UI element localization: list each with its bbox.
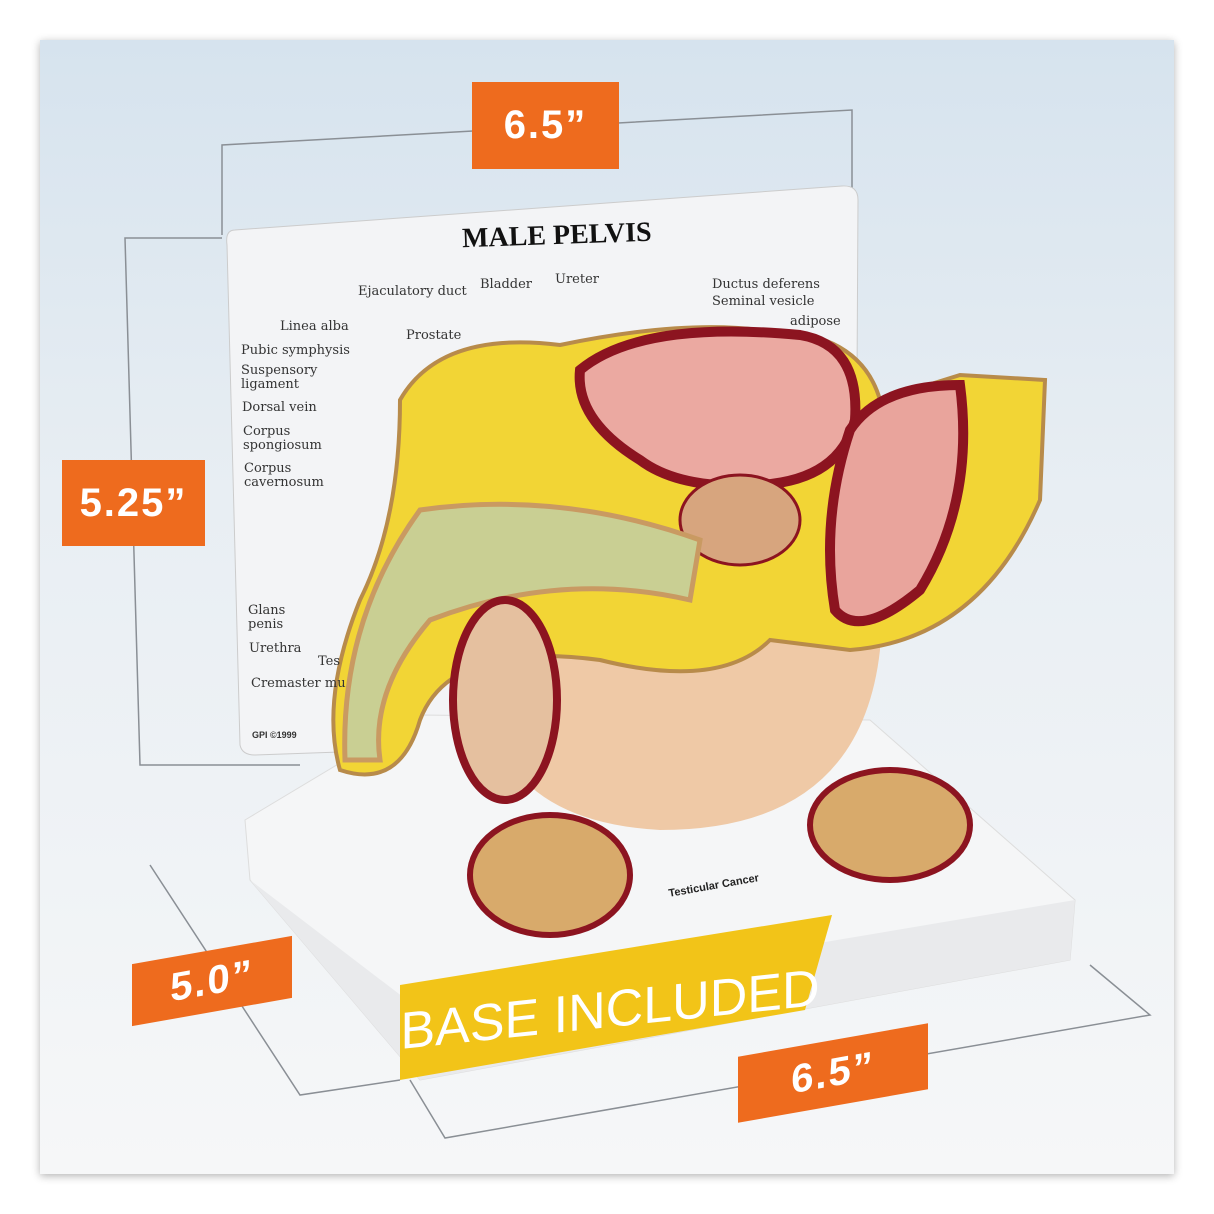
card-label: Corpus cavernosum — [244, 461, 324, 490]
base-banner-text: BASE INCLUDED — [400, 958, 820, 1062]
card-title: MALE PELVIS — [461, 216, 653, 255]
card-label: Urethra — [249, 641, 302, 656]
testis-specimen-right — [807, 767, 973, 883]
card-label: Pubic symphysis — [241, 343, 350, 358]
card-label: Bladder — [480, 277, 533, 292]
card-copyright: GPI ©1999 — [252, 730, 297, 740]
card-label: Seminal vesicle — [712, 294, 815, 309]
card-label: adipose — [790, 314, 841, 329]
card-label: Tes — [318, 654, 341, 669]
card-label: Ductus deferens — [712, 277, 820, 292]
card-label: Ejaculatory duct — [358, 284, 467, 299]
prostate — [678, 473, 802, 567]
testis — [449, 596, 561, 804]
testis-specimen-left — [467, 812, 633, 938]
card-label: Linea alba — [280, 319, 349, 334]
card-label: Cremaster mu — [251, 676, 346, 691]
card-label: Ureter — [555, 272, 599, 287]
card-label: Suspensory ligament — [241, 363, 318, 392]
card-label: Glans penis — [248, 603, 286, 632]
card-label: Corpus spongiosum — [243, 424, 322, 453]
rectum — [825, 379, 969, 627]
dim-line-depth — [149, 864, 401, 1096]
card-label: Dorsal vein — [242, 400, 317, 415]
card-label: Prostate — [406, 328, 462, 343]
penis-section — [342, 501, 703, 763]
dimension-badge-height: 5.25” — [62, 460, 205, 546]
base-banner-bg — [400, 915, 832, 1080]
dimension-badge-width-top: 6.5” — [472, 82, 619, 169]
